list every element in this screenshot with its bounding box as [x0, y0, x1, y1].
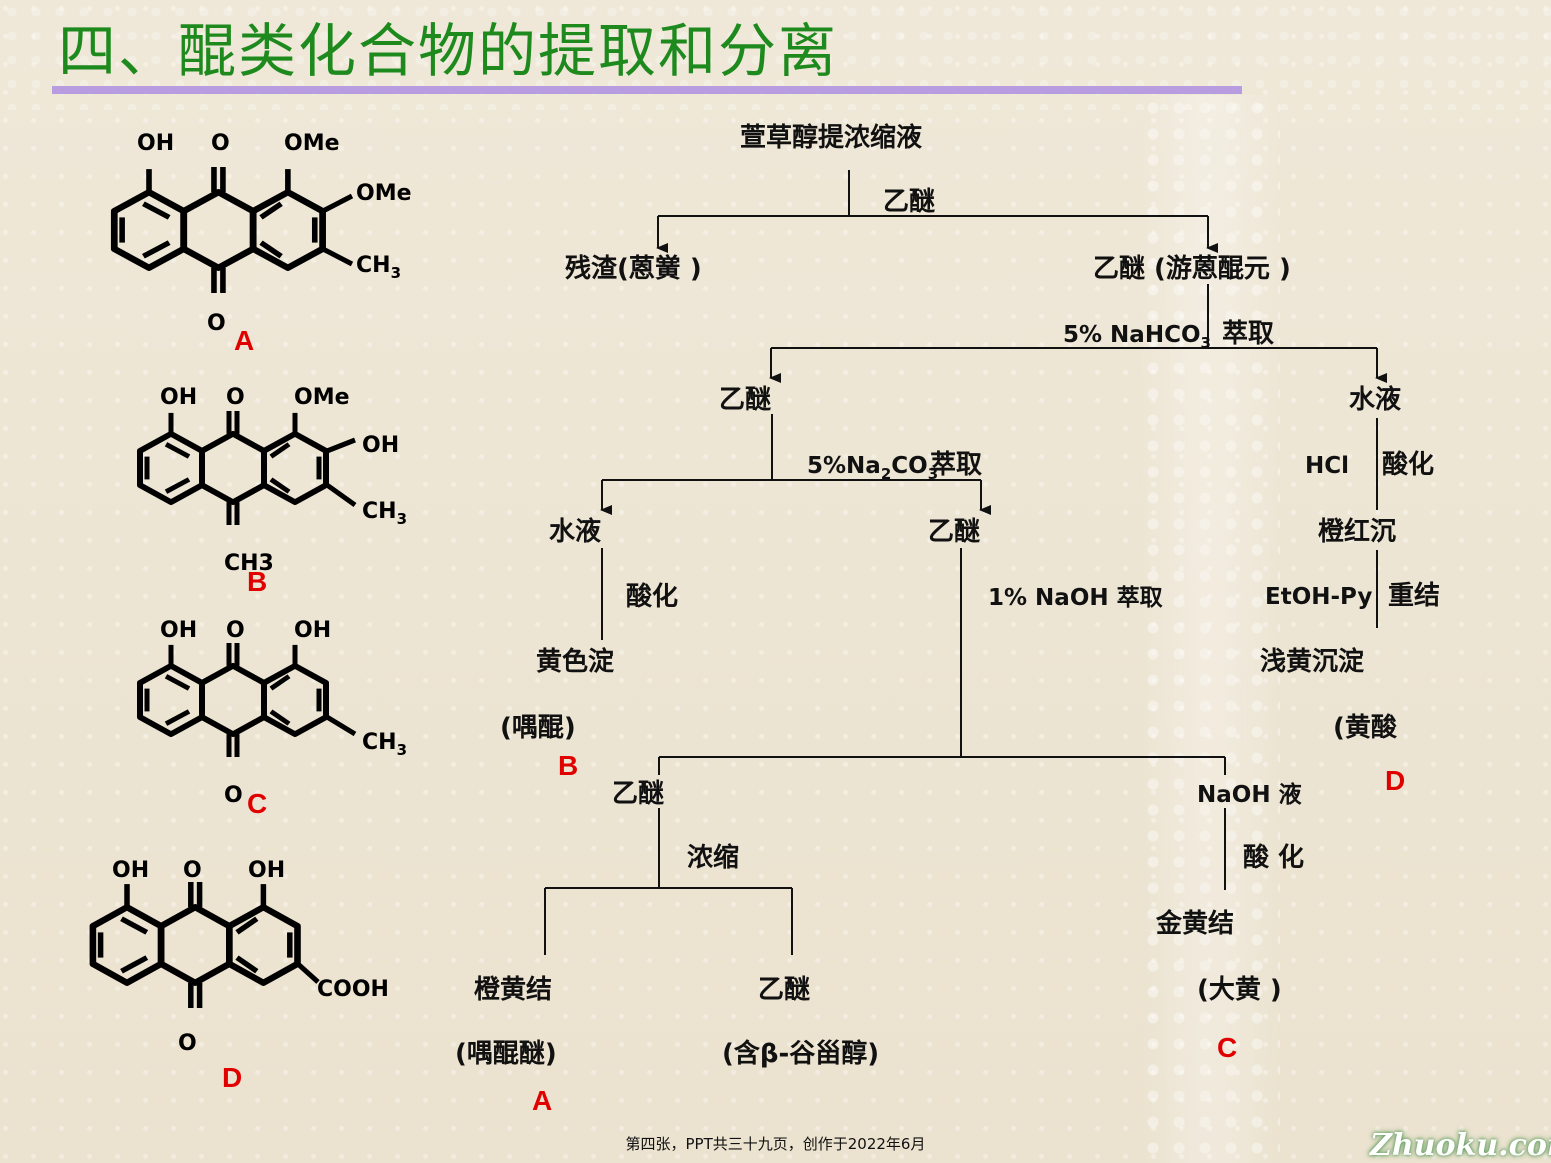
flow-lines	[544, 170, 1387, 955]
flow-naoh-ppt: 金黄结	[1155, 908, 1234, 939]
struct-c-letter: C	[247, 788, 267, 819]
struct-a-ch3: CH3	[356, 253, 401, 282]
flow-aq1-action: 酸化	[1382, 450, 1434, 480]
flow-left-product: 橙黄结	[474, 975, 552, 1005]
flow-aq2-action: 酸化	[626, 582, 678, 612]
flow-aq1-reagent: HCl	[1305, 453, 1349, 479]
flow-right-product: 乙醚	[758, 975, 810, 1005]
structure-b: OH O OMe OH CH3 CH3 B	[140, 385, 407, 597]
struct-d-letter: D	[222, 1062, 242, 1093]
struct-a-ome-2: OMe	[356, 181, 412, 206]
lace-border-right	[1140, 95, 1280, 1163]
flow-naoh-liquid: NaOH 液	[1197, 781, 1302, 808]
struct-b-ch3: CH3	[362, 499, 407, 528]
flow-aq-2: 水液	[549, 517, 601, 547]
slide-title: 四、醌类化合物的提取和分离	[58, 17, 839, 85]
struct-d-oh-2: OH	[248, 858, 285, 883]
flow-aq1-product: 浅黄沉淀	[1260, 646, 1365, 677]
flow-aq1-action2: 重结	[1388, 581, 1440, 611]
struct-a-oh: OH	[137, 131, 174, 156]
struct-b-oh: OH	[160, 385, 197, 410]
struct-a-o-bottom: O	[207, 311, 226, 336]
struct-a-ome-1: OMe	[284, 131, 340, 156]
structure-c: OH O OH CH3 O C	[140, 618, 407, 819]
flow-ether-4: 乙醚	[612, 779, 664, 809]
struct-b-ome: OMe	[294, 385, 350, 410]
flow-naoh-name: (大黄 )	[1197, 975, 1282, 1005]
flow-aq2-name: (喁醌)	[500, 713, 576, 743]
flow-naoh-action: 酸 化	[1243, 843, 1304, 873]
flow-residue: 残渣(蒽黉 )	[565, 253, 702, 284]
flow-step4-reagent: 1% NaOH 萃取	[988, 585, 1163, 611]
struct-c-oh-2: OH	[294, 618, 331, 643]
structure-a: OH O OMe OMe CH3 O A	[114, 131, 412, 356]
struct-c-o-bottom: O	[224, 783, 243, 808]
flow-left-name: (喁醌醚)	[455, 1039, 557, 1069]
flow-aq2-letter: B	[558, 750, 578, 781]
flow-ether-1: 乙醚 (游蒽醌元 )	[1093, 254, 1291, 284]
flow-aq-1: 水液	[1349, 385, 1401, 415]
flow-naoh-letter: C	[1217, 1032, 1237, 1063]
title-underline	[52, 86, 1242, 94]
slide-footer: 第四张，PPT共三十九页，创作于2022年6月	[625, 1135, 926, 1153]
flow-step3-action: 萃取	[930, 450, 982, 480]
flow-aq1-letter: D	[1385, 765, 1405, 796]
struct-a-o-top: O	[211, 131, 230, 156]
flow-left-letter: A	[532, 1085, 552, 1116]
flow-aq1-ppt: 橙红沉	[1318, 516, 1396, 547]
struct-c-oh-1: OH	[160, 618, 197, 643]
flow-right-name: (含β-谷甾醇)	[722, 1038, 879, 1069]
flow-aq2-ppt: 黄色淀	[536, 646, 615, 677]
flow-step1-reagent: 乙醚	[883, 187, 935, 217]
struct-b-oh-2: OH	[362, 433, 399, 458]
struct-d-oh-1: OH	[112, 858, 149, 883]
flow-start: 萱草醇提浓缩液	[740, 122, 922, 153]
struct-c-o-top: O	[226, 618, 245, 643]
flow-aq1-reagent2: EtOH-Py	[1265, 584, 1372, 610]
flow-step2-action: 萃取	[1222, 319, 1274, 349]
flow-ether4-action: 浓缩	[687, 842, 739, 873]
struct-a-letter: A	[234, 325, 254, 356]
flow-ether-3: 乙醚	[928, 517, 980, 547]
struct-b-o-bottom: CH3	[224, 551, 274, 576]
flow-step3-reagent: 5%Na2CO3	[807, 453, 938, 483]
struct-d-cooh: COOH	[317, 977, 389, 1002]
flow-aq1-name: (黄酸	[1333, 713, 1398, 743]
struct-d-o-top: O	[183, 858, 202, 883]
flow-ether-2: 乙醚	[719, 385, 771, 415]
struct-c-ch3: CH3	[362, 730, 407, 759]
flow-step2-reagent: 5% NaHCO3	[1063, 322, 1211, 352]
struct-b-o-top: O	[226, 385, 245, 410]
struct-d-o-bottom: O	[178, 1031, 197, 1056]
watermark-logo: Zhuoku.com	[1370, 1128, 1551, 1163]
structure-d: OH O OH COOH O D	[93, 858, 389, 1093]
struct-b-letter: B	[247, 566, 267, 597]
